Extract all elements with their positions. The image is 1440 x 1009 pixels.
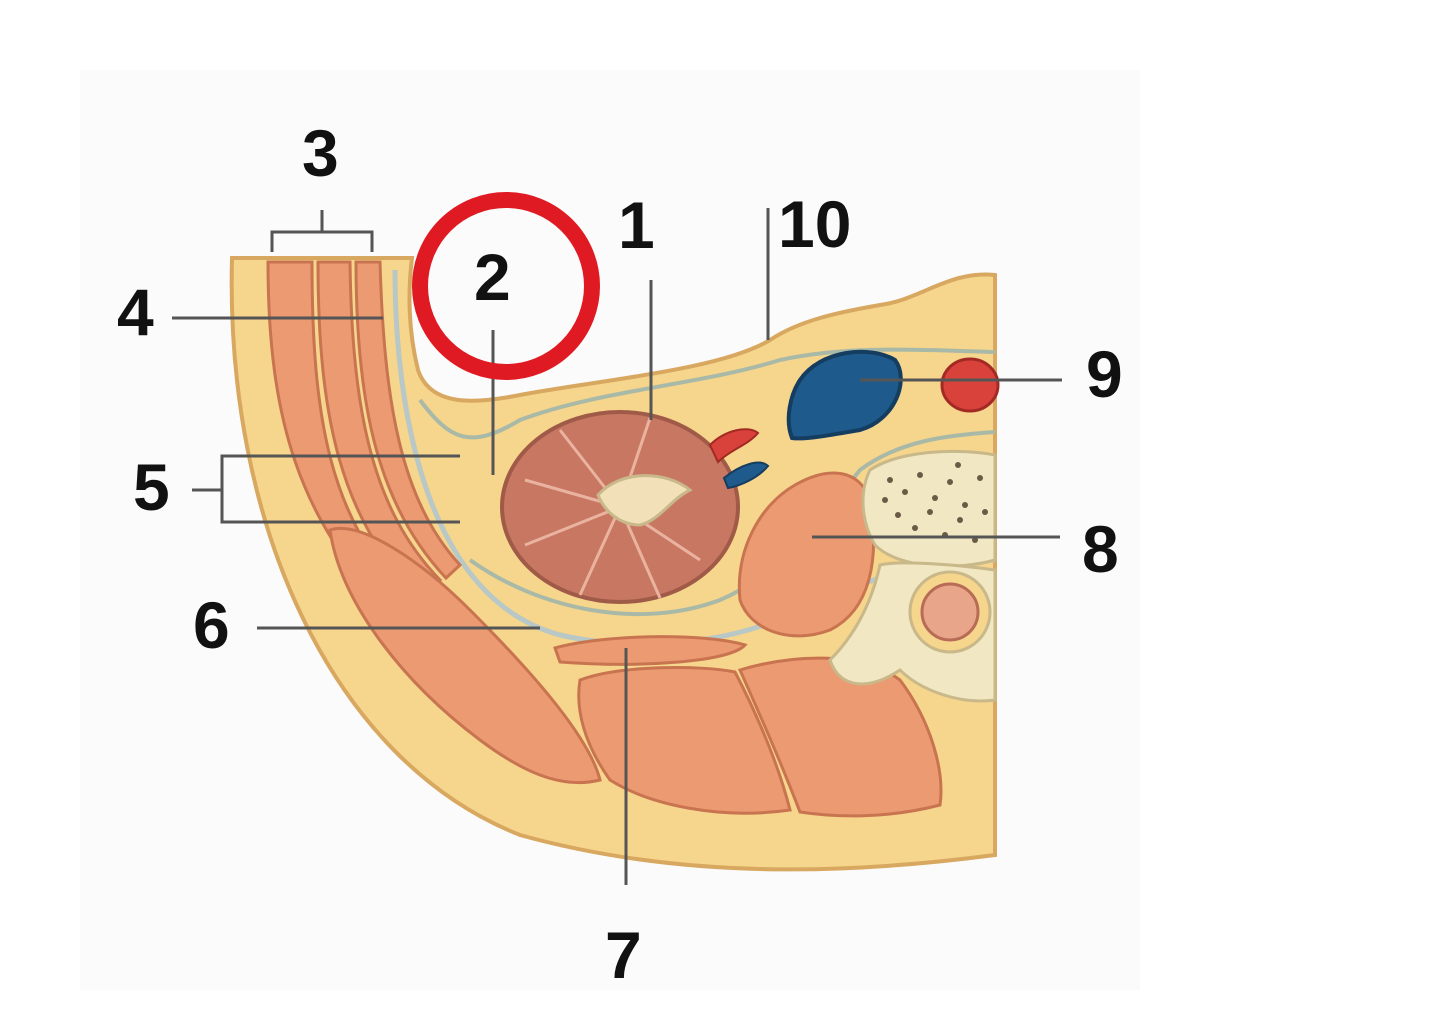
label-2: 2 [474, 240, 511, 314]
psoas-major-muscle [737, 471, 876, 638]
latissimus-dorsi-muscle [328, 527, 602, 785]
label-3: 3 [302, 116, 339, 190]
renal-sinus [596, 474, 693, 527]
label-7: 7 [605, 918, 642, 992]
peritoneum-line [418, 347, 996, 440]
label-9: 9 [1086, 337, 1123, 411]
label-4: 4 [117, 275, 154, 349]
leader-lines [172, 208, 1062, 885]
spinal-cord [920, 582, 980, 642]
highlight-ring [412, 192, 600, 380]
label-6: 6 [193, 588, 230, 662]
cancellous-bone-texture [882, 462, 988, 543]
erector-spinae-muscle-lateral [577, 665, 792, 815]
label-5: 5 [133, 450, 170, 524]
renal-vein [722, 461, 770, 490]
label-10: 10 [778, 187, 851, 261]
quadratus-lumborum-muscle [553, 635, 748, 666]
inferior-vena-cava [786, 349, 903, 441]
label-8: 8 [1082, 512, 1119, 586]
aorta [940, 357, 1000, 413]
vertebral-body [861, 449, 997, 568]
label-1: 1 [618, 188, 655, 262]
transversus-abdominis-muscle [354, 260, 463, 581]
renal-artery [708, 428, 760, 464]
